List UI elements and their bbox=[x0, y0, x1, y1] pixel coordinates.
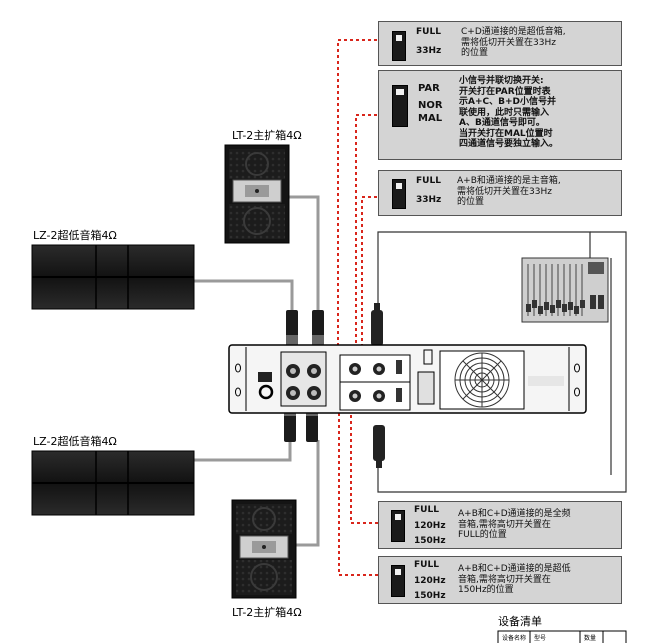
equipment-header-model: 型号 bbox=[534, 635, 547, 642]
switch-graphic bbox=[392, 31, 406, 61]
switch-label-150hz: 150Hz bbox=[414, 591, 446, 601]
lt2-top-label: LT-2主扩箱4Ω bbox=[232, 129, 302, 142]
amplifier-rear-panel bbox=[228, 344, 587, 414]
lz2-bottom-label: LZ-2超低音箱4Ω bbox=[33, 435, 117, 448]
note-text: C+D通道接的是超低音箱, 需将低切开关置在33Hz 的位置 bbox=[461, 27, 566, 58]
lt2-top-speaker bbox=[224, 144, 290, 244]
switch-graphic bbox=[391, 565, 405, 597]
note-text: A+B和通道接的是主音箱, 需将低切开关置在33Hz 的位置 bbox=[457, 176, 561, 207]
note-text: 小信号并联切换开关: 开关打在PAR位置时表 示A+C、B+D小信号并 联使用，… bbox=[459, 76, 559, 149]
xlr-plugs bbox=[371, 303, 385, 468]
switch-graphic bbox=[392, 179, 406, 209]
switch-label-150hz: 150Hz bbox=[414, 536, 446, 546]
note-text: A+B和C+D通道接的是全频 音箱,需将高切开关置在 FULL的位置 bbox=[458, 509, 571, 540]
lt2-bottom-label: LT-2主扩箱4Ω bbox=[232, 606, 302, 619]
equipment-title: 设备清单 bbox=[498, 615, 542, 628]
equipment-header-name: 设备名称 bbox=[502, 635, 527, 642]
equipment-header-qty: 数量 bbox=[584, 635, 597, 642]
switch-label-33hz: 33Hz bbox=[416, 46, 442, 56]
switch-label-full: FULL bbox=[416, 27, 441, 37]
note-full-range-highcut: FULL 120Hz 150Hz A+B和C+D通道接的是全频 音箱,需将高切开… bbox=[378, 501, 622, 549]
note-sub-lowcut: FULL 33Hz C+D通道接的是超低音箱, 需将低切开关置在33Hz 的位置 bbox=[378, 21, 622, 66]
equipment-table bbox=[497, 630, 627, 643]
switch-label-nor: NOR bbox=[418, 100, 443, 111]
switch-label-full: FULL bbox=[414, 505, 439, 515]
mixer-cables bbox=[377, 231, 627, 493]
switch-label-full: FULL bbox=[416, 176, 441, 186]
switch-graphic bbox=[391, 510, 405, 542]
note-main-lowcut: FULL 33Hz A+B和通道接的是主音箱, 需将低切开关置在33Hz 的位置 bbox=[378, 170, 622, 216]
lt2-bottom-speaker bbox=[231, 499, 297, 599]
note-text: A+B和C+D通道接的是超低 音箱,需将高切开关置在 150Hz的位置 bbox=[458, 564, 571, 595]
switch-label-33hz: 33Hz bbox=[416, 195, 442, 205]
lz2-top-label: LZ-2超低音箱4Ω bbox=[33, 229, 117, 242]
lz2-top-sub bbox=[31, 244, 195, 310]
note-parallel-switch: PAR NOR MAL 小信号并联切换开关: 开关打在PAR位置时表 示A+C、… bbox=[378, 70, 622, 160]
switch-label-mal: MAL bbox=[418, 113, 443, 124]
switch-label-120hz: 120Hz bbox=[414, 576, 446, 586]
mixer bbox=[521, 257, 609, 323]
switch-label-par: PAR bbox=[418, 83, 440, 94]
signal-leader-lines bbox=[337, 39, 378, 576]
switch-label-120hz: 120Hz bbox=[414, 521, 446, 531]
note-sub-highcut: FULL 120Hz 150Hz A+B和C+D通道接的是超低 音箱,需将高切开… bbox=[378, 556, 622, 604]
switch-graphic bbox=[392, 85, 408, 127]
switch-label-full: FULL bbox=[414, 560, 439, 570]
lz2-bottom-sub bbox=[31, 450, 195, 516]
